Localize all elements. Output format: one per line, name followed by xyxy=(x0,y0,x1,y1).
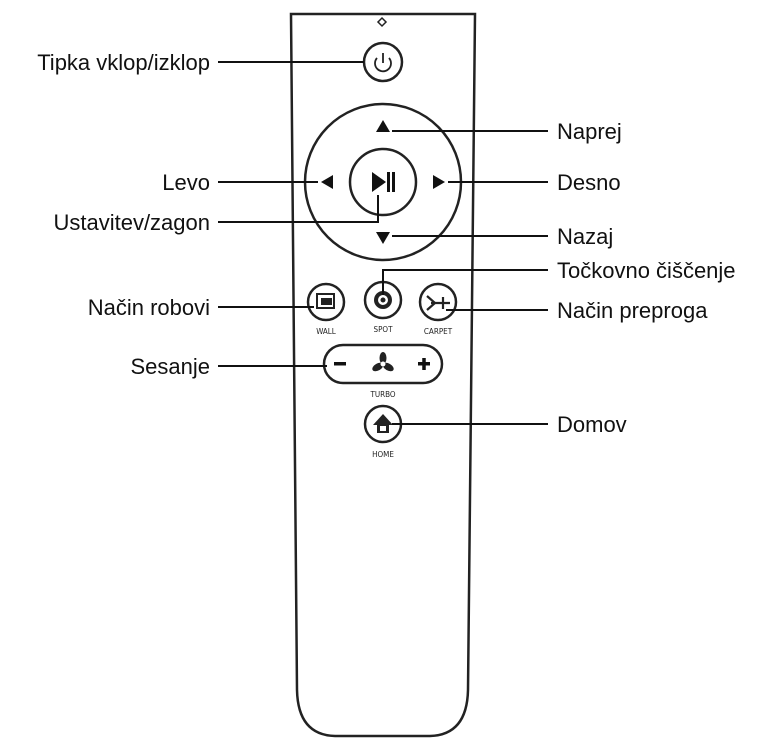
wall-icon xyxy=(316,293,335,309)
callout-wall: Način robovi xyxy=(88,295,210,320)
wall-button[interactable] xyxy=(306,282,346,322)
right-arrow-icon[interactable] xyxy=(433,175,445,189)
callout-power: Tipka vklop/izklop xyxy=(37,50,210,75)
callout-back: Nazaj xyxy=(557,224,613,249)
callout-suction: Sesanje xyxy=(130,354,210,379)
down-arrow-icon[interactable] xyxy=(376,232,390,244)
carpet-button-label: CARPET xyxy=(424,327,453,336)
home-icon xyxy=(373,414,393,433)
callout-home: Domov xyxy=(557,412,627,437)
callout-spot: Točkovno čiščenje xyxy=(557,258,736,283)
callout-line-spot xyxy=(382,269,548,295)
callout-forward: Naprej xyxy=(557,119,622,144)
indicator-led xyxy=(376,16,388,28)
wall-button-label: WALL xyxy=(316,327,336,336)
power-icon xyxy=(374,53,392,73)
suction-plus-button[interactable] xyxy=(418,358,430,370)
home-button[interactable] xyxy=(363,404,403,444)
play-pause-button[interactable] xyxy=(348,147,418,217)
carpet-icon xyxy=(426,295,450,311)
spot-button-label: SPOT xyxy=(374,325,394,334)
play-pause-icon xyxy=(372,172,395,192)
suction-minus-button[interactable] xyxy=(334,362,346,366)
turbo-label: TURBO xyxy=(369,390,395,399)
home-button-label: HOME xyxy=(372,450,394,459)
up-arrow-icon[interactable] xyxy=(376,120,390,132)
callout-play-pause: Ustavitev/zagon xyxy=(53,210,210,235)
spot-button[interactable] xyxy=(363,280,403,320)
left-arrow-icon[interactable] xyxy=(321,175,333,189)
callout-left: Levo xyxy=(162,170,210,195)
fan-icon xyxy=(372,352,394,372)
suction-control xyxy=(322,343,444,385)
spot-icon xyxy=(374,291,392,309)
callout-right: Desno xyxy=(557,170,621,195)
power-button[interactable] xyxy=(362,41,404,83)
callout-carpet: Način preproga xyxy=(557,298,708,323)
carpet-button[interactable] xyxy=(418,282,458,322)
callout-line-play-pause xyxy=(218,195,379,223)
